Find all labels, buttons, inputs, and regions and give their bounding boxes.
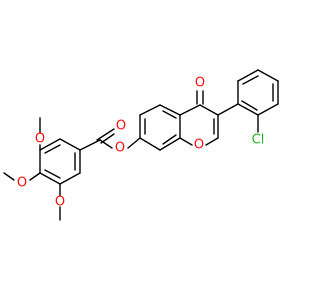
methoxy-oxygen-bottom-label: O: [55, 195, 65, 210]
bond: [179, 104, 201, 116]
bond: [139, 104, 161, 116]
bond: [100, 133, 115, 144]
bond: [257, 103, 279, 116]
bond: [29, 172, 41, 181]
bond: [241, 100, 258, 111]
chlorophenyl-ring: [217, 69, 279, 133]
bond: [237, 69, 259, 82]
ring-oxygen-label: O: [194, 138, 204, 153]
bond: [139, 137, 161, 151]
bond: [99, 139, 113, 149]
ester-oxygen-label: O: [115, 141, 125, 156]
bond: [39, 138, 61, 151]
methoxy-oxygen-top-label: O: [35, 132, 45, 147]
bond: [44, 144, 61, 154]
atom-labels: O O O O Cl O O O: [17, 76, 264, 210]
bond: [179, 137, 193, 146]
bond: [44, 169, 61, 179]
bond: [257, 69, 279, 82]
methoxy-oxygen-middle-label: O: [17, 176, 27, 191]
bond: [59, 172, 81, 185]
bond: [127, 137, 141, 149]
ester-carbonyl-oxygen-label: O: [116, 119, 126, 134]
bond: [237, 103, 259, 116]
bond: [205, 137, 219, 146]
bond: [217, 103, 239, 116]
bond: [199, 104, 219, 116]
chromone-core: [127, 90, 219, 151]
bond: [3, 172, 15, 181]
bond: [242, 75, 259, 85]
trimethoxyphenyl-ring: [3, 117, 81, 221]
bond: [162, 134, 177, 145]
bond: [162, 110, 177, 119]
ketone-oxygen-label: O: [195, 76, 205, 91]
bond: [39, 172, 61, 185]
molecule-structure-diagram: O O O O Cl O O O: [3, 69, 279, 221]
bond: [96, 128, 115, 141]
ester-group: [79, 128, 115, 151]
bond: [79, 139, 101, 151]
chlorine-label: Cl: [252, 133, 265, 148]
bond: [159, 137, 181, 151]
bond: [59, 138, 81, 151]
bond: [159, 104, 181, 116]
